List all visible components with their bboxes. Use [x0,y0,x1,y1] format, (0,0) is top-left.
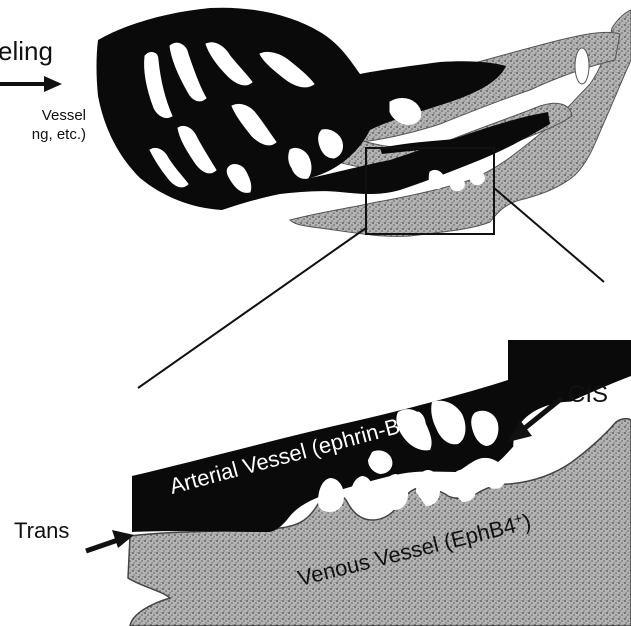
zoom-line-left [138,228,366,388]
remodeling-sub-line2: ng, etc.) [0,125,86,144]
remodeling-arrow [0,76,62,92]
remodeling-sub-line1: Vessel [0,106,86,125]
remodeling-label: eling [0,38,53,64]
cis-label: CIS [568,383,608,407]
top-island [575,48,589,84]
zoom-line-right [494,188,604,282]
trans-label: Trans [14,520,69,542]
remodeling-sublabel: Vessel ng, etc.) [0,106,86,144]
remodeled-network [97,8,631,237]
trans-arrow [86,530,134,551]
